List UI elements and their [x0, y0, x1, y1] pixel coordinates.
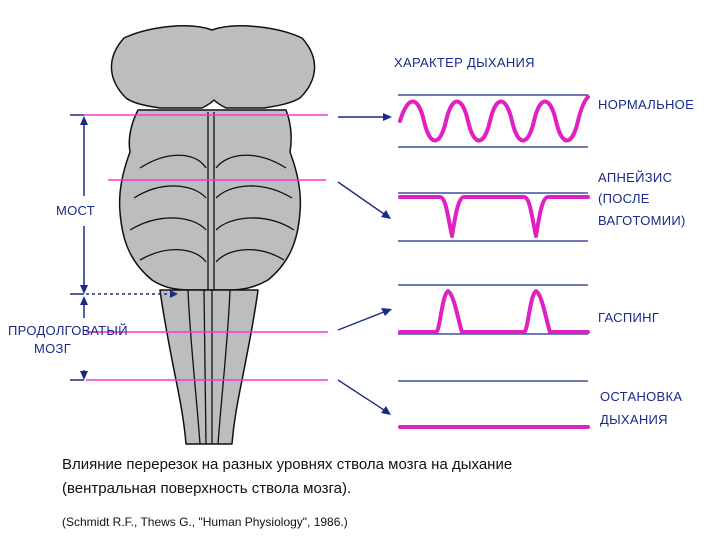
pattern-label-apneusis-1: АПНЕЙЗИС: [598, 170, 672, 186]
wave-apneusis: [400, 197, 588, 236]
label-medulla-line1: ПРОДОЛГОВАТЫЙ: [8, 323, 128, 339]
wave-gasping: [400, 291, 588, 332]
pattern-label-arrest-1: ОСТАНОВКА: [600, 389, 682, 405]
caption-line2: (вентральная поверхность ствола мозга).: [62, 480, 351, 497]
pons: [120, 110, 301, 290]
medulla: [160, 290, 258, 444]
brainstem-drawing: [111, 26, 314, 444]
wave-normal: [400, 97, 588, 141]
caption-source: (Schmidt R.F., Thews G., "Human Physiolo…: [62, 515, 348, 529]
caption-line1: Влияние перерезок на разных уровнях ство…: [62, 456, 512, 473]
pattern-baselines: [398, 95, 588, 381]
chart-header: ХАРАКТЕР ДЫХАНИЯ: [394, 55, 535, 71]
label-pons: МОСТ: [56, 203, 95, 219]
label-medulla-line2: МОЗГ: [34, 341, 71, 357]
pattern-label-arrest-2: ДЫХАНИЯ: [600, 412, 668, 428]
pattern-label-gasping: ГАСПИНГ: [598, 310, 659, 326]
pattern-label-apneusis-3: ВАГОТОМИИ): [598, 213, 686, 229]
pattern-label-apneusis-2: (ПОСЛЕ: [598, 191, 650, 207]
pointer-arrows: [338, 113, 392, 415]
peduncles: [111, 26, 314, 108]
pattern-label-normal: НОРМАЛЬНОЕ: [598, 97, 694, 113]
